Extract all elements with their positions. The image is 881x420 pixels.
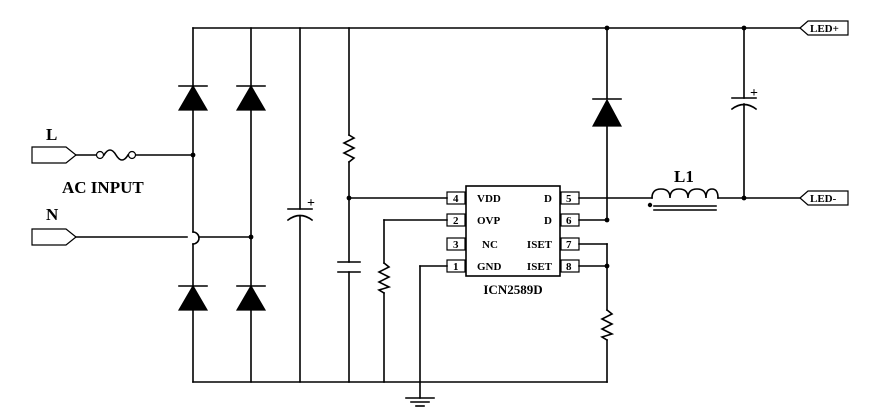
pin-1-number: 1: [453, 261, 459, 273]
ground-symbol: [405, 397, 435, 407]
pin-nc-label: NC: [482, 239, 498, 251]
inductor-l1: [647, 188, 719, 211]
junctions: [190, 25, 747, 269]
pin-5-number: 5: [566, 193, 572, 205]
ic-name-label: ICN2589D: [483, 282, 542, 297]
bridge-diode-top-left: [177, 84, 209, 111]
bridge-diode-bottom-left: [177, 284, 209, 311]
pin-iset8-label: ISET: [527, 261, 553, 273]
ac-terminal-line: [31, 146, 77, 164]
pin-3-number: 3: [453, 239, 459, 251]
pin-8-number: 8: [566, 261, 572, 273]
led-minus-terminal: LED-: [799, 190, 849, 206]
pin-d6-label: D: [544, 215, 552, 227]
led-minus-label: LED-: [810, 193, 837, 205]
led-plus-label: LED+: [810, 23, 839, 35]
ac-input-label: AC INPUT: [62, 178, 144, 197]
ac-terminal-neutral: [31, 228, 77, 246]
pin-2-number: 2: [453, 215, 459, 227]
led-plus-terminal: LED+: [799, 20, 849, 36]
bulk-capacitor: +: [286, 196, 315, 222]
pin-ovp-label: OVP: [477, 215, 501, 227]
bridge-diode-bottom-right: [235, 284, 267, 311]
iset-resistor: [600, 308, 615, 342]
output-cap-polarity-label: +: [750, 86, 758, 101]
inductor-label: L1: [674, 167, 694, 186]
ovp-resistor: [377, 261, 392, 295]
pin-vdd-label: VDD: [477, 193, 501, 205]
line-label: L: [46, 125, 57, 144]
pin-6-number: 6: [566, 215, 572, 227]
bridge-diode-top-right: [235, 84, 267, 111]
pin-gnd-label: GND: [477, 261, 502, 273]
vdd-capacitor: [337, 261, 361, 273]
pin-7-number: 7: [566, 239, 572, 251]
output-capacitor: +: [730, 86, 758, 111]
freewheel-diode: [591, 98, 623, 127]
ic-icn2589d: 4 2 3 1 VDD OVP NC GND 5 6 7 8 D D ISET …: [446, 185, 580, 297]
fuse: [95, 149, 137, 161]
pin-iset7-label: ISET: [527, 239, 553, 251]
pin-4-number: 4: [453, 193, 459, 205]
pin-d5-label: D: [544, 193, 552, 205]
neutral-label: N: [46, 205, 59, 224]
bulk-cap-polarity-label: +: [307, 196, 315, 211]
startup-resistor: [342, 133, 356, 164]
wires: [75, 27, 801, 399]
